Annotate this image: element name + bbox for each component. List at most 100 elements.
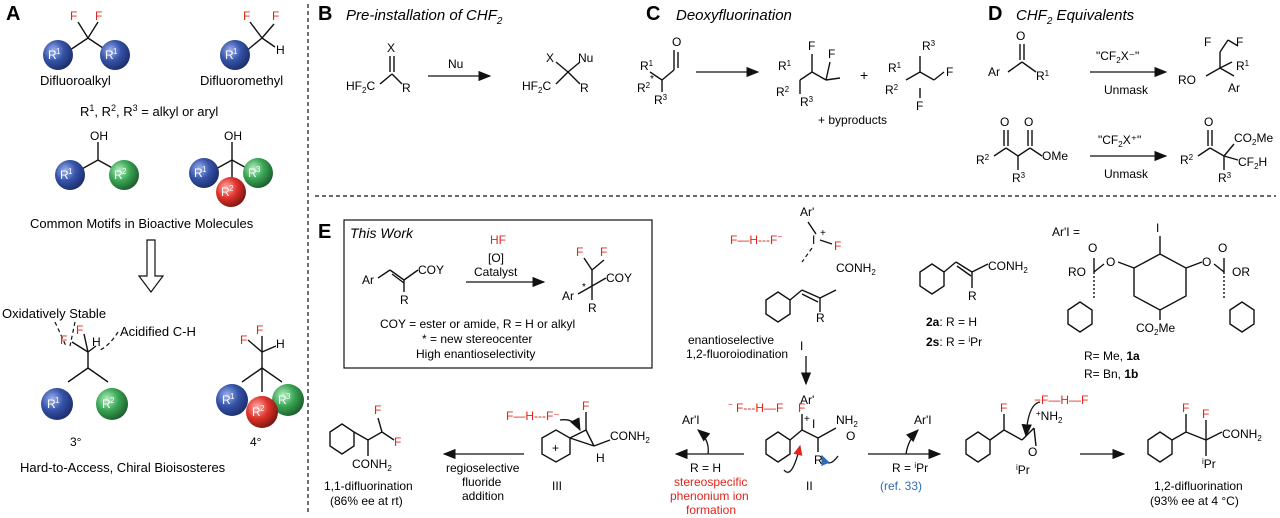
svg-text:X: X [387, 41, 395, 55]
svg-text:F: F [600, 245, 607, 259]
conh2-I: CONH2 [836, 261, 876, 277]
svg-text:2: 2 [110, 396, 115, 405]
svg-text:CO2Me: CO2Me [1136, 321, 1175, 337]
svg-text:stereospecific: stereospecific [674, 475, 747, 489]
panel-d-letter: D [988, 3, 1002, 25]
reagent-1: "CF2X⁻" [1096, 49, 1139, 65]
svg-text:Catalyst: Catalyst [474, 265, 518, 279]
svg-text:(93% ee at 4 °C): (93% ee at 4 °C) [1150, 494, 1239, 508]
svg-text:R: R [60, 168, 69, 182]
svg-text:R: R [47, 397, 56, 411]
svg-text:HF2C: HF2C [346, 79, 375, 95]
svg-text:R: R [814, 453, 823, 467]
svg-text:addition: addition [462, 489, 504, 503]
svg-text:CONH2: CONH2 [610, 429, 650, 445]
svg-text:F: F [60, 333, 67, 347]
svg-text:1: 1 [56, 47, 61, 56]
svg-text:F: F [576, 245, 583, 259]
fhf-right: −F—H—F [1034, 393, 1088, 407]
svg-text:R: R [580, 81, 589, 95]
svg-text:CONH2: CONH2 [988, 259, 1028, 275]
svg-text:OH: OH [224, 129, 242, 143]
panel-d: D CHF2 Equivalents Ar O R1 "CF2X⁻" Unmas… [976, 3, 1273, 185]
svg-text:Ar': Ar' [800, 205, 814, 219]
intermediate-III: F—H---F⁻ + F CONH2 H III [506, 399, 650, 493]
svg-text:O: O [1106, 255, 1115, 269]
svg-text:F: F [582, 399, 589, 413]
svg-text:R2: R2 [776, 85, 790, 99]
svg-text:F: F [828, 47, 835, 61]
svg-text:O: O [1204, 115, 1213, 129]
svg-text:O: O [1024, 115, 1033, 129]
svg-text:R: R [278, 393, 287, 407]
svg-text:2a: R = H: 2a: R = H [926, 315, 977, 329]
svg-text:Ar'I: Ar'I [914, 413, 932, 427]
unmask-1: Unmask [1104, 83, 1149, 97]
svg-text:R: R [402, 81, 411, 95]
panel-c: C Deoxyfluorination O R1 R2 R3 * F F R1 … [637, 3, 953, 127]
common-motifs-label: Common Motifs in Bioactive Molecules [30, 216, 254, 231]
svg-text:R1: R1 [1036, 69, 1050, 83]
svg-text:F: F [1182, 401, 1189, 415]
svg-text:F: F [834, 239, 841, 253]
down-arrow-open [137, 239, 165, 293]
high-ee-note: High enantioselectivity [416, 347, 535, 361]
svg-text:H: H [276, 337, 285, 351]
svg-text:Ar'I: Ar'I [682, 413, 700, 427]
svg-text:F: F [243, 9, 250, 23]
coy-definition: COY = ester or amide, R = H or alkyl [380, 317, 575, 331]
svg-text:R = H: R = H [690, 461, 721, 475]
difluoroalkyl-label: Difluoroalkyl [40, 73, 111, 88]
svg-text:+: + [552, 441, 559, 455]
svg-text:I: I [800, 339, 803, 353]
r-groups-definition: R1, R2, R3 = alkyl or aryl [80, 103, 218, 119]
bioisosteres-label: Hard-to-Access, Chiral Bioisosteres [20, 460, 226, 475]
svg-text:R1: R1 [1236, 59, 1250, 73]
panel-b-title: Pre-installation of CHF2 [346, 7, 503, 27]
svg-text:F: F [374, 403, 381, 417]
svg-text:H: H [596, 451, 605, 465]
svg-text:F: F [70, 9, 77, 23]
svg-text:CONH2: CONH2 [1222, 427, 1262, 443]
svg-text:OR: OR [1232, 265, 1250, 279]
product-11-difluoro: F F CONH2 1,1-difluorination (86% ee at … [324, 403, 413, 508]
svg-text:F: F [1202, 407, 1209, 421]
svg-text:1: 1 [55, 396, 60, 405]
svg-text:formation: formation [686, 503, 736, 517]
panel-b-letter: B [318, 3, 332, 25]
svg-text:iPr: iPr [1016, 463, 1030, 477]
svg-text:HF2C: HF2C [522, 79, 551, 95]
svg-text:R3: R3 [922, 39, 936, 53]
svg-text:2: 2 [122, 167, 127, 176]
svg-text:Ar': Ar' [800, 393, 814, 407]
svg-text:F: F [798, 401, 805, 415]
panel-b: B Pre-installation of CHF2 HF2C X R Nu H… [318, 3, 593, 95]
svg-text:O: O [1218, 241, 1227, 255]
svg-text:*: * [582, 282, 586, 293]
svg-text:R= Me, 1a: R= Me, 1a [1084, 349, 1140, 363]
svg-text:HF: HF [490, 233, 506, 247]
svg-text:R2: R2 [1180, 153, 1194, 167]
svg-text:R: R [248, 166, 257, 180]
svg-text:R: R [221, 185, 230, 199]
svg-text:− F---H—F: − F---H—F [728, 400, 783, 415]
this-work-box [343, 219, 653, 369]
svg-text:1,2-difluorination: 1,2-difluorination [1154, 479, 1243, 493]
svg-text:F: F [240, 333, 247, 347]
svg-text:Ar: Ar [988, 65, 1000, 79]
panel-e-letter: E [318, 221, 331, 243]
r1-ball-blue [220, 40, 250, 70]
acidified-ch-label: Acidified C-H [120, 324, 196, 339]
svg-text:COY: COY [606, 271, 632, 285]
svg-text:O: O [1016, 29, 1025, 43]
svg-text:1,2-fluoroiodination: 1,2-fluoroiodination [686, 347, 788, 361]
panel-d-title: CHF2 Equivalents [1016, 7, 1135, 27]
svg-text:COY: COY [418, 263, 444, 277]
svg-text:enantioselective: enantioselective [688, 333, 774, 347]
svg-text:F: F [808, 39, 815, 53]
svg-text:OH: OH [90, 129, 108, 143]
byproducts-label: + byproducts [818, 113, 887, 127]
